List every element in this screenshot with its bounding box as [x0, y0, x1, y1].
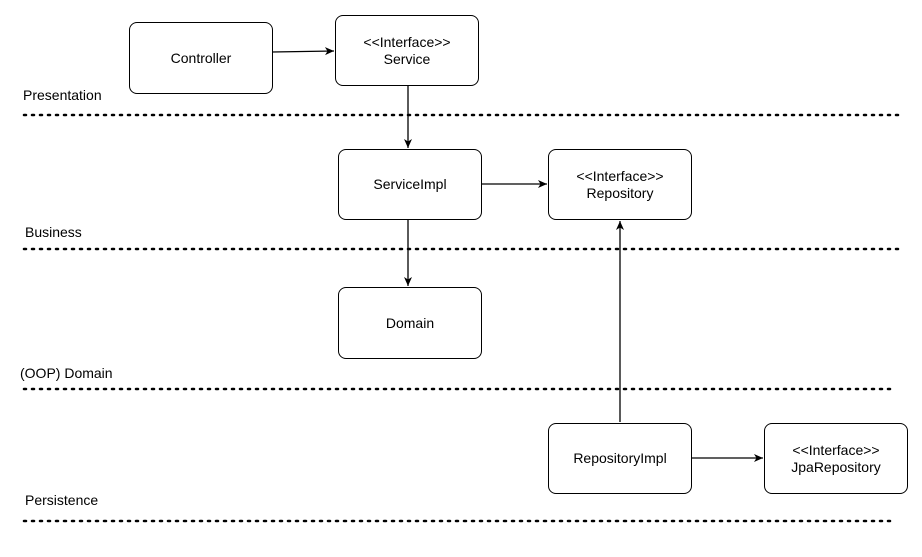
service-impl-box: ServiceImpl — [338, 149, 482, 220]
jpa-repository-interface-box: <<Interface>> JpaRepository — [764, 423, 908, 494]
service-label: Service — [383, 50, 431, 67]
repository-label: Repository — [586, 184, 654, 201]
controller-label: Controller — [170, 49, 232, 66]
arrow-controller-to-service — [271, 47, 335, 56]
service-stereotype: <<Interface>> — [363, 33, 451, 50]
domain-label: Domain — [385, 314, 435, 331]
service-interface-box: <<Interface>> Service — [335, 15, 479, 86]
persistence-layer-label: Persistence — [25, 492, 99, 508]
repository-stereotype: <<Interface>> — [576, 167, 664, 184]
service-impl-label: ServiceImpl — [373, 176, 447, 192]
business-layer-label: Business — [25, 224, 82, 240]
jpa-repository-stereotype: <<Interface>> — [792, 441, 880, 458]
controller-box: Controller — [129, 22, 273, 94]
domain-box: Domain — [338, 287, 482, 359]
repository-interface-box: <<Interface>> Repository — [548, 149, 692, 220]
domain-layer-label: (OOP) Domain — [20, 365, 113, 381]
presentation-layer-label: Presentation — [23, 87, 102, 103]
jpa-repository-label: JpaRepository — [791, 458, 881, 475]
repository-impl-box: RepositoryImpl — [548, 423, 692, 494]
repository-impl-label: RepositoryImpl — [573, 450, 667, 466]
